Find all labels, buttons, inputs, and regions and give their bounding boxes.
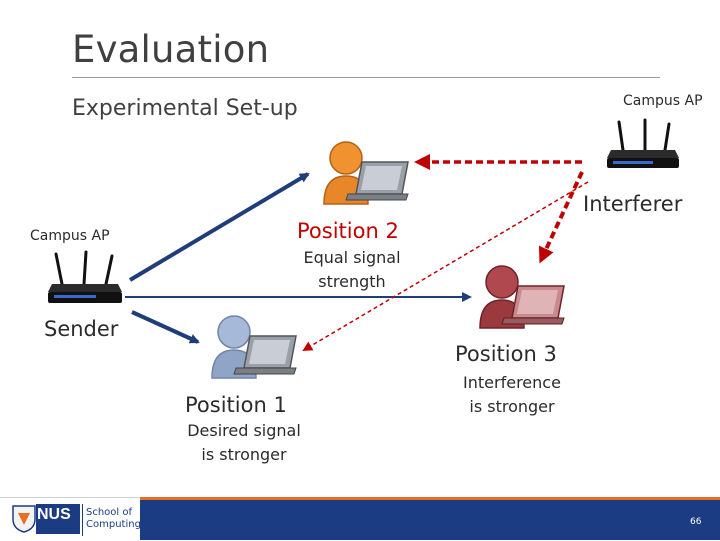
position-2-note: Equal signal strength — [292, 246, 412, 294]
slide-subtitle: Experimental Set-up — [72, 96, 298, 121]
user-laptop-icon — [211, 315, 297, 379]
nus-crest-icon — [12, 505, 36, 533]
router-icon — [607, 118, 679, 168]
router-icon — [48, 250, 122, 303]
campus-ap-left-label: Campus AP — [30, 228, 110, 244]
page-number: 66 — [690, 517, 702, 527]
school-name-line: School of — [86, 507, 133, 518]
footer-accent-line — [140, 497, 720, 500]
campus-ap-right-label: Campus AP — [623, 93, 703, 109]
position-1-note-line: Desired signal — [187, 421, 301, 440]
position-1-label: Position 1 — [185, 393, 287, 417]
interferer-label: Interferer — [583, 192, 683, 216]
position-1-note: Desired signal is stronger — [180, 419, 308, 467]
position-2-note-line: strength — [318, 272, 386, 291]
school-name: School of Computing — [86, 507, 141, 531]
position-3-label: Position 3 — [455, 342, 557, 366]
position-2-note-line: Equal signal — [303, 248, 401, 267]
signal-arrow-position-2 — [128, 172, 310, 282]
position-1-note-line: is stronger — [201, 445, 287, 464]
interference-arrow-position-1 — [302, 181, 589, 352]
title-divider — [72, 77, 660, 78]
position-3-note: Interference is stronger — [452, 371, 572, 419]
position-3-note-line: Interference — [463, 373, 561, 392]
slide-title: Evaluation — [72, 28, 270, 71]
nus-logo — [36, 504, 80, 534]
nus-logo-text: NUS — [37, 506, 71, 523]
user-laptop-icon — [323, 141, 409, 205]
position-3-note-line: is stronger — [469, 397, 555, 416]
sender-label: Sender — [44, 317, 119, 341]
position-2-label: Position 2 — [297, 219, 399, 243]
school-name-line: Computing — [86, 519, 141, 530]
signal-arrow-position-1 — [131, 310, 200, 344]
logo-divider — [82, 504, 83, 536]
user-laptop-icon — [479, 265, 565, 329]
interference-arrow-position-3 — [538, 171, 584, 264]
